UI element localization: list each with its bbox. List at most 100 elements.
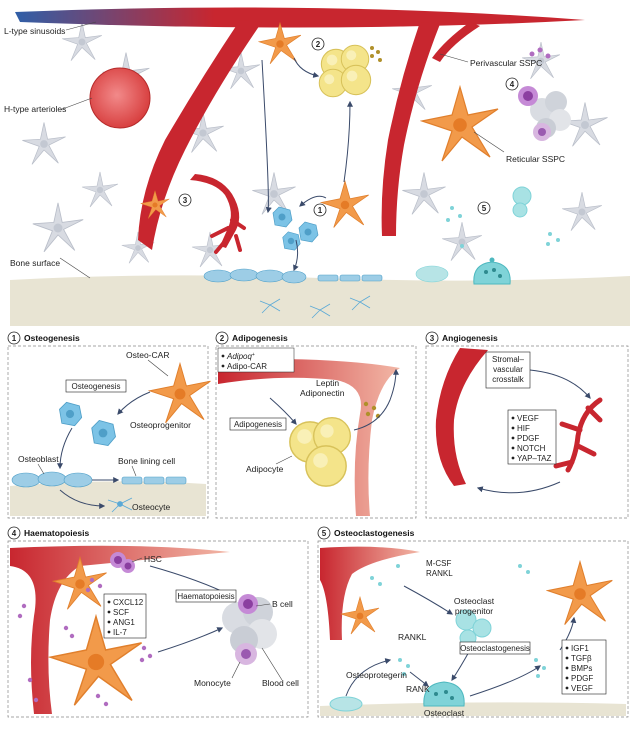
panel-5-vessel: [320, 546, 420, 640]
panel-2-number: 2: [220, 334, 225, 343]
h-type-arteriole-vessel: [138, 20, 262, 250]
panel-5-arrows: [345, 585, 577, 697]
panel-5-rankl-top: RANKL: [426, 569, 453, 578]
panel-1-number: 1: [12, 334, 17, 343]
overview-osteoprogenitor: [272, 206, 293, 228]
panel-3-crosstalk-3: crosstalk: [492, 375, 525, 384]
overview-arrows: [261, 57, 353, 272]
panel-1-label-osteoprogenitor: Osteoprogenitor: [130, 420, 191, 430]
panel-2-title: Adipogenesis: [232, 333, 288, 343]
panel-5-factor-2: TGFβ: [571, 654, 592, 663]
panel-1-label-osteoblast: Osteoblast: [18, 454, 59, 464]
panel-1-bone: [10, 481, 206, 516]
panel-1-osteo-car-cell: [148, 362, 212, 424]
panel-5-label-progenitor-1: Osteoclast: [454, 596, 495, 606]
bone-top: [10, 275, 630, 326]
panel-4-vessel: [10, 545, 230, 714]
reticular-sspc-cell: [421, 86, 499, 162]
panel-2-bullet-2: Adipo-CAR: [227, 362, 267, 371]
panel-5-signals: [370, 564, 546, 678]
overview-marker-1: 1: [318, 206, 323, 215]
overview-markers: 2 1 3 4 5: [178, 37, 519, 217]
panel-4-number: 4: [12, 529, 17, 538]
panel-3-factor-1: VEGF: [517, 414, 539, 423]
panel-1-osteoblasts: [11, 471, 187, 488]
label-l-sinusoids: L-type sinusoids: [4, 26, 65, 36]
panel-5-label-rank: RANK: [406, 684, 430, 694]
panel-2-vessel: [218, 359, 400, 516]
l-type-sinusoid: [15, 7, 585, 28]
panel-4-frame: [7, 540, 309, 718]
panel-2-bullet-box: [217, 347, 295, 373]
osteocytes-overview: [259, 295, 371, 319]
sinusoid-branch-right: [381, 22, 440, 236]
panel-1-leaders: [37, 359, 169, 477]
panel-5-frame: [317, 540, 629, 718]
panel-5-mcsf: M-CSF: [426, 559, 451, 568]
panel-5-process-box: [459, 641, 531, 655]
panel-2-process-box: [229, 417, 287, 431]
panel-2-adipocyte-c: [304, 444, 348, 488]
panel-4-factor-1: CXCL12: [113, 598, 144, 607]
overview-illustration: 2 1 3 4 5 L-type sinusoids H-type arteri…: [4, 7, 630, 326]
panel-4-leaders: [231, 603, 283, 681]
label-reticular-sspc: Reticular SSPC: [506, 154, 565, 164]
panel-2-label-leptin: Leptin: [316, 378, 339, 388]
panel-5-factor-3: BMPs: [571, 664, 592, 673]
panel-4-blood-cluster: [222, 594, 277, 665]
panel-3-factor-3: PDGF: [517, 434, 539, 443]
panel-4-label-b-cell: B cell: [272, 599, 293, 609]
panel-4-label-hsc: HSC: [144, 554, 162, 564]
panel-5-label-progenitor-2: progenitor: [455, 606, 493, 616]
panel-3-crosstalk-2: vascular: [493, 365, 523, 374]
arteriole-branch: [190, 174, 240, 248]
panel-3-arrows: [476, 369, 591, 494]
overview-adipocytes: [318, 44, 382, 98]
overview-marker-5: 5: [482, 204, 487, 213]
sinusoid-branch-far: [432, 22, 480, 62]
panel-5-process-label: Osteoclastogenesis: [460, 644, 530, 653]
panel-2-label-adipocyte: Adipocyte: [246, 464, 284, 474]
panel-4-factors-box: [103, 593, 147, 639]
overview-haematopoietic-cluster: [518, 47, 571, 141]
panel-4-process-label: Haematopoiesis: [177, 592, 234, 601]
osteo-car-cell: [320, 180, 370, 229]
overview-leaders: [59, 21, 505, 279]
panel-4-factors: CXCL12 SCF ANG1 IL-7: [107, 598, 144, 637]
panel-3-number: 3: [430, 334, 435, 343]
panel-angiogenesis: 3 Angiogenesis Stromal– vascular crossta…: [425, 331, 629, 519]
panel-adipogenesis: 2 Adipogenesis Adipoq+ Adipo-CAR Leptin …: [215, 331, 417, 519]
panel-3-branch: [553, 397, 603, 473]
osteoclast-overview: [473, 257, 511, 285]
panel-osteoclastogenesis: 5 Osteoclastogenesis: [317, 526, 629, 718]
panel-5-label-osteoclast: Osteoclast: [424, 708, 465, 718]
panel-haematopoiesis: 4 Haematopoiesis HSC Haemat: [7, 526, 309, 718]
panel-4-title: Haematopoiesis: [24, 528, 89, 538]
panel-5-bone: [320, 702, 626, 716]
panel-3-title: Angiogenesis: [442, 333, 498, 343]
panel-4-hsc: [110, 552, 135, 573]
panel-3-vessel: [435, 348, 488, 486]
panel-5-factor-1: IGF1: [571, 644, 589, 653]
panel-2-arrows: [269, 368, 399, 431]
panel-5-label-rankl: RANKL: [398, 632, 427, 642]
panel-4-arrows: [149, 565, 234, 653]
overview-marker-3: 3: [183, 196, 188, 205]
panel-3-factors-box: [507, 409, 557, 465]
panel-3-factors: VEGF HIF PDGF NOTCH YAP–TAZ: [511, 414, 551, 463]
panel-5-stromal-cell-large: [546, 560, 614, 626]
panel-3-factor-5: YAP–TAZ: [517, 454, 551, 463]
panel-1-label-bone-lining: Bone lining cell: [118, 456, 175, 466]
h-type-arteriole: [89, 67, 151, 129]
panel-osteogenesis: 1 Osteogenesis Osteo-CAR Os: [7, 331, 212, 519]
overview-marker-4: 4: [510, 80, 515, 89]
panel-5-factors-box: [561, 639, 607, 695]
panel-1-osteocyte-cell: [107, 497, 133, 513]
panel-5-factors: IGF1 TGFβ BMPs PDGF VEGF: [565, 644, 593, 693]
panel-1-frame: [7, 345, 209, 519]
panel-1-osteoprogenitor-b: [91, 419, 117, 447]
panel-4-signals: [17, 577, 153, 707]
label-bone-surface: Bone surface: [10, 258, 60, 268]
